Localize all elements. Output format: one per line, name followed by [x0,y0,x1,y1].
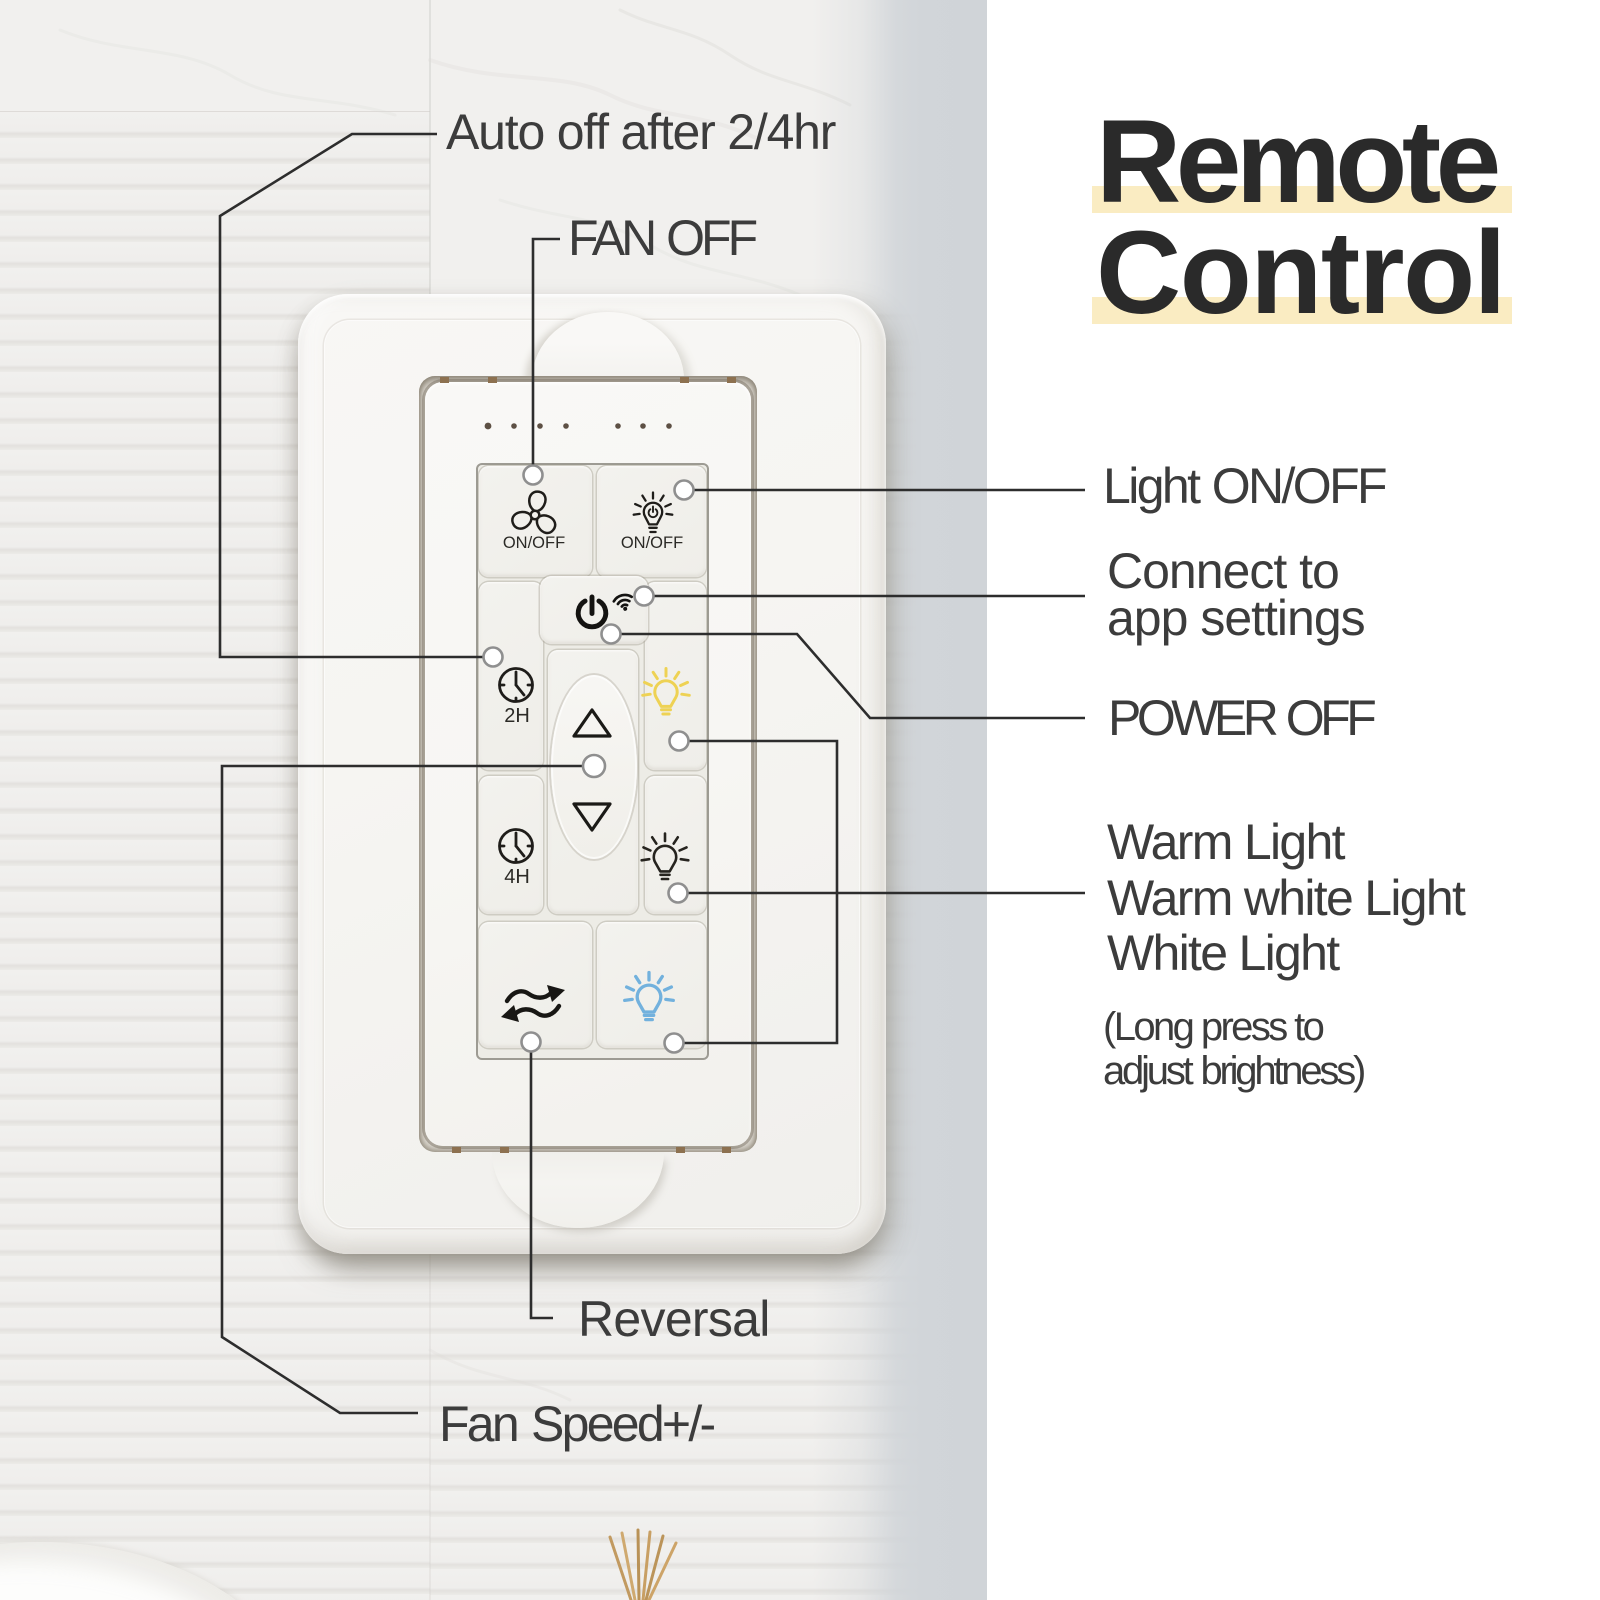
svg-text:ON/OFF: ON/OFF [621,534,683,552]
svg-text:2H: 2H [504,705,530,727]
svg-text:ON/OFF: ON/OFF [503,534,565,552]
svg-text:4H: 4H [504,866,530,888]
